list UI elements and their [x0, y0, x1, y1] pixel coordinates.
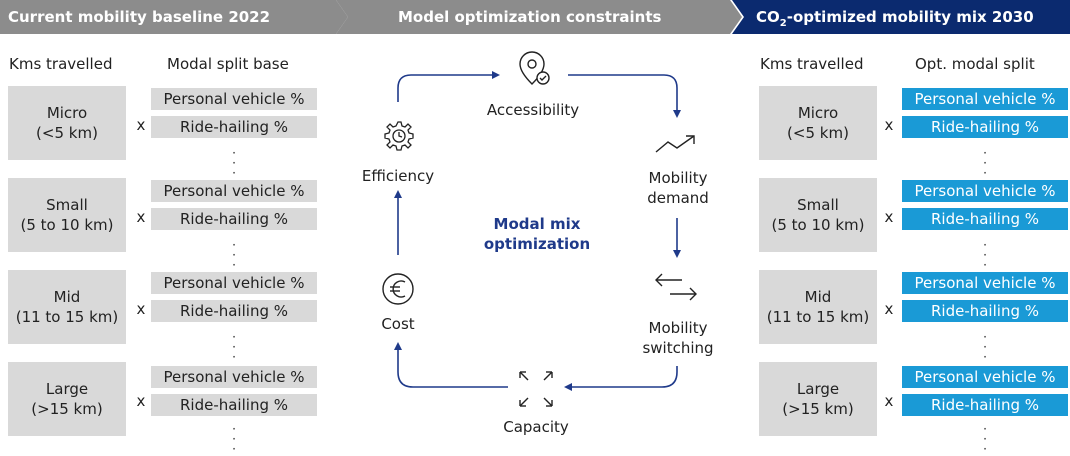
mode-personal-vehicle-base: Personal vehicle %: [151, 366, 317, 388]
mode-personal-vehicle-opt: Personal vehicle %: [902, 272, 1068, 294]
more-modes-ellipsis: ···: [983, 422, 987, 456]
more-modes-ellipsis: ···: [232, 146, 236, 180]
more-modes-ellipsis: ···: [232, 422, 236, 456]
distance-box-small-opt: Small (5 to 10 km): [759, 178, 877, 252]
co-text: CO: [756, 8, 780, 26]
distance-range: (5 to 10 km): [771, 216, 865, 234]
distance-name: Mid: [53, 288, 81, 306]
more-modes-ellipsis: ···: [983, 238, 987, 272]
title-line: Modal mix: [493, 215, 581, 233]
mode-ride-hailing-base: Ride-hailing %: [151, 300, 317, 322]
arrow-switching-to-capacity: [564, 366, 678, 391]
multiply-sign: x: [884, 392, 894, 410]
more-modes-ellipsis: ···: [983, 146, 987, 180]
arrow-capacity-to-cost: [394, 342, 508, 388]
mode-ride-hailing-base: Ride-hailing %: [151, 116, 317, 138]
multiply-sign: x: [884, 300, 894, 318]
trending-up-icon: [655, 135, 695, 153]
title-line: optimization: [483, 235, 591, 253]
modal-mix-optimization-title: Modal mix optimization: [448, 214, 626, 254]
multiply-sign: x: [136, 208, 146, 226]
label-line: switching: [642, 339, 714, 357]
label-line: demand: [647, 189, 709, 207]
mobility-switching-label: Mobility switching: [628, 318, 728, 358]
distance-box-large-base: Large (>15 km): [8, 362, 126, 436]
distance-name: Large: [45, 380, 89, 398]
header-constraints-label: Model optimization constraints: [398, 8, 662, 26]
kms-travelled-header-right: Kms travelled: [760, 55, 864, 73]
euro-icon: [382, 273, 414, 305]
multiply-sign: x: [136, 392, 146, 410]
label-line: Mobility: [648, 319, 708, 337]
mode-ride-hailing-opt: Ride-hailing %: [902, 208, 1068, 230]
header-baseline-shape: [0, 0, 348, 34]
distance-box-micro-base: Micro (<5 km): [8, 86, 126, 160]
mode-personal-vehicle-base: Personal vehicle %: [151, 88, 317, 110]
header-constraints: Model optimization constraints: [336, 0, 746, 34]
optimized-text: -optimized mobility mix 2030: [786, 8, 1034, 26]
more-modes-ellipsis: ···: [232, 330, 236, 364]
more-modes-ellipsis: ···: [232, 238, 236, 272]
mode-ride-hailing-base: Ride-hailing %: [151, 394, 317, 416]
mode-personal-vehicle-opt: Personal vehicle %: [902, 366, 1068, 388]
distance-box-mid-base: Mid (11 to 15 km): [8, 270, 126, 344]
distance-name: Small: [797, 196, 839, 214]
mode-personal-vehicle-base: Personal vehicle %: [151, 180, 317, 202]
distance-range: (<5 km): [787, 124, 849, 142]
distance-box-small-base: Small (5 to 10 km): [8, 178, 126, 252]
distance-range: (11 to 15 km): [15, 308, 119, 326]
distance-name: Mid: [804, 288, 832, 306]
mode-ride-hailing-opt: Ride-hailing %: [902, 116, 1068, 138]
modal-split-base-header: Modal split base: [167, 55, 289, 73]
header-optimized: CO2-optimized mobility mix 2030: [732, 0, 1070, 34]
distance-name: Micro: [797, 104, 839, 122]
distance-box-large-opt: Large (>15 km): [759, 362, 877, 436]
expand-icon: [519, 371, 553, 407]
distance-box-micro-opt: Micro (<5 km): [759, 86, 877, 160]
distance-name: Micro: [46, 104, 88, 122]
more-modes-ellipsis: ···: [983, 330, 987, 364]
header-baseline-label: Current mobility baseline 2022: [8, 8, 271, 26]
mode-personal-vehicle-base: Personal vehicle %: [151, 272, 317, 294]
distance-range: (5 to 10 km): [20, 216, 114, 234]
co-subscript: 2: [779, 18, 787, 29]
distance-box-mid-opt: Mid (11 to 15 km): [759, 270, 877, 344]
multiply-sign: x: [884, 208, 894, 226]
kms-travelled-header-left: Kms travelled: [9, 55, 113, 73]
gear-clock-icon: [384, 121, 414, 151]
efficiency-label: Efficiency: [361, 167, 435, 185]
mobility-demand-label: Mobility demand: [630, 168, 726, 208]
cost-label: Cost: [381, 315, 415, 333]
mode-ride-hailing-base: Ride-hailing %: [151, 208, 317, 230]
distance-range: (>15 km): [31, 400, 103, 418]
label-line: Mobility: [648, 169, 708, 187]
mode-personal-vehicle-opt: Personal vehicle %: [902, 88, 1068, 110]
multiply-sign: x: [136, 300, 146, 318]
arrow-efficiency-to-accessibility: [397, 71, 500, 102]
mode-personal-vehicle-opt: Personal vehicle %: [902, 180, 1068, 202]
mode-ride-hailing-opt: Ride-hailing %: [902, 300, 1068, 322]
header-baseline: Current mobility baseline 2022: [0, 0, 350, 34]
header-constraints-shape: [336, 0, 742, 34]
distance-range: (>15 km): [782, 400, 854, 418]
distance-name: Small: [46, 196, 88, 214]
header-optimized-label: CO2-optimized mobility mix 2030: [756, 0, 1034, 34]
multiply-sign: x: [136, 116, 146, 134]
capacity-label: Capacity: [503, 418, 569, 436]
switch-arrows-icon: [655, 273, 697, 301]
header-optimized-shape: [732, 0, 1070, 34]
opt-modal-split-header: Opt. modal split: [915, 55, 1035, 73]
multiply-sign: x: [884, 116, 894, 134]
location-check-icon: [519, 51, 550, 85]
distance-range: (<5 km): [36, 124, 98, 142]
distance-name: Large: [796, 380, 840, 398]
accessibility-label: Accessibility: [486, 101, 580, 119]
mode-ride-hailing-opt: Ride-hailing %: [902, 394, 1068, 416]
distance-range: (11 to 15 km): [766, 308, 870, 326]
